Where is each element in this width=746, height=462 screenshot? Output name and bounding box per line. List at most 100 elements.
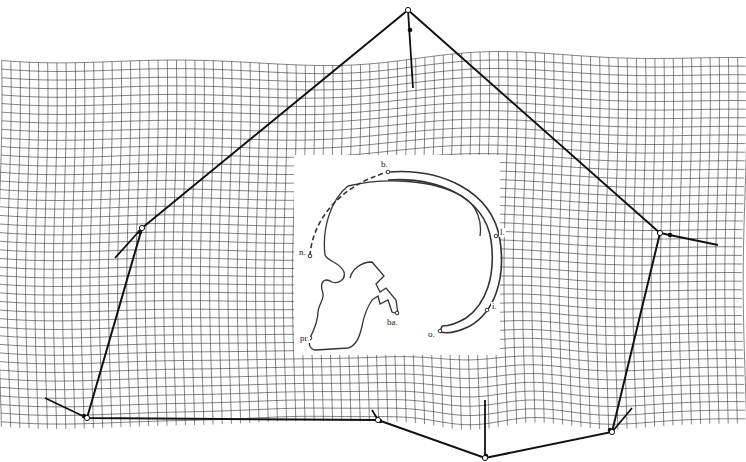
vault-inner [388,180,492,326]
grid-line [108,62,112,428]
grid-line [522,52,526,423]
skull-drawing [308,170,501,350]
grid-line [670,58,674,425]
grid-line [0,365,744,373]
grid-line [35,63,39,429]
grid-line [532,53,536,423]
grid-line [44,63,48,429]
grid-line [191,60,195,425]
grid-line [0,61,2,427]
grid-line [154,60,158,426]
grid-line [81,63,85,429]
displacement-vector [484,400,486,458]
grid-line [1,400,745,407]
grid-line [228,62,232,424]
grid-line [734,58,738,424]
displacement-vector [45,398,87,418]
grid-line [173,60,177,425]
grid-line [2,60,746,74]
landmark-dot [485,308,489,312]
grid-line [596,57,600,429]
landmark-label: n. [298,248,307,257]
grid-line [2,111,746,123]
grid-line [145,60,149,426]
grid-line [725,58,729,424]
landmark-vertex [657,230,662,235]
grid-line [651,58,655,426]
grid-line [164,60,168,426]
grid-line [633,58,637,428]
grid-line [118,61,122,427]
displacement-vector [408,10,413,88]
grid-line [182,60,186,425]
grid-line [0,374,744,382]
landmark-dot [494,234,498,238]
landmark-label: o. [427,330,436,339]
grid-line [2,52,746,66]
grid-line [688,58,692,424]
landmark-dot [438,329,442,333]
landmark-dot [308,254,312,258]
grid-line [513,52,517,424]
grid-line [246,62,250,422]
grid-line [200,60,204,424]
grid-line [743,58,746,424]
grid-line [62,63,66,429]
grid-line [605,57,609,429]
grid-line [0,356,743,364]
landmark-label: pr. [299,334,310,343]
grid-line [53,63,57,429]
grid-line [265,64,269,422]
landmark-polygon [87,10,660,458]
grid-line [559,55,563,425]
landmark-label: ba. [386,318,399,327]
deformation-grid [0,52,746,430]
displacement-vector [660,233,718,245]
grid-line [2,102,746,114]
grid-line [541,53,545,422]
landmark-label: i. [491,302,498,311]
landmark-dot [386,170,390,174]
grid-line [1,136,745,149]
landmark-label: l. [499,228,506,237]
skull-panel [294,155,500,355]
grid-line [0,382,744,389]
grid-line [2,77,746,90]
grid-line [2,128,746,141]
vault-outer [388,172,502,333]
landmark-vertex [609,429,614,434]
grid-line [504,52,508,426]
grid-line [679,58,683,425]
grid-line [2,119,746,132]
vector-dot [668,233,673,238]
landmark-vertex [482,455,487,460]
grid-line [578,56,582,427]
face-outline [309,181,480,350]
landmark-vertex [405,7,410,12]
grid-line [283,64,287,421]
landmark-label: b. [380,160,389,169]
grid-line [219,61,223,424]
displacement-vector [612,408,632,432]
grid-line [550,54,554,423]
landmark-vertex [139,225,144,230]
grid-line [706,58,710,424]
landmark-dot [395,311,399,315]
grid-line [7,61,11,427]
grid-line [2,85,746,98]
displacement-vector [115,228,142,258]
vector-dot [408,28,413,33]
grid-line [26,62,30,428]
grid-line [587,56,591,428]
frontal-dashed [310,172,388,256]
grid-line [2,68,746,81]
grid-line [72,63,76,429]
grid-line [660,58,664,426]
grid-line [16,62,20,428]
grid-line [614,58,618,429]
grid-line [568,55,572,426]
grid-line [256,63,260,422]
grid-line [210,61,214,425]
grid-line [642,58,646,427]
